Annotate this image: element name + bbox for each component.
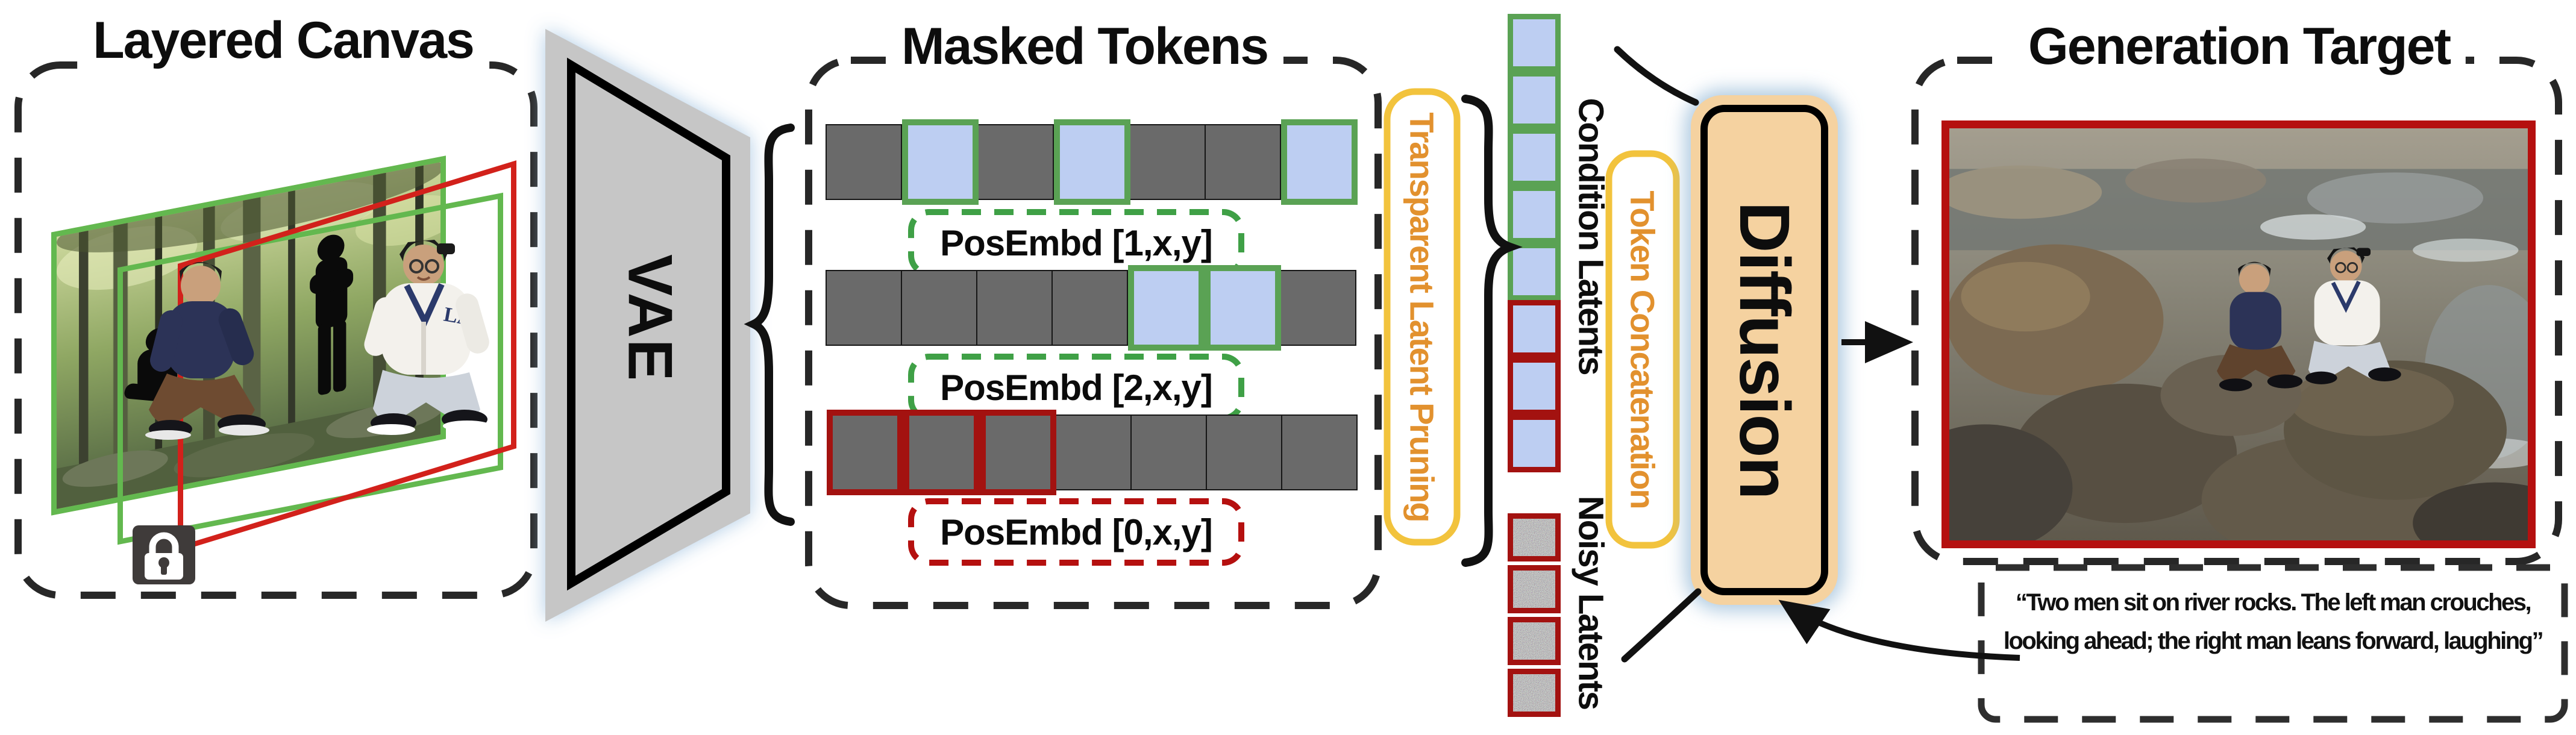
token-cell-gray	[977, 124, 1054, 200]
diffusion-model-box	[1691, 95, 1838, 605]
condition-latent-cell-green	[1508, 14, 1561, 72]
diffusion-label: Diffusion	[1725, 201, 1804, 499]
token-cell-gray	[1206, 414, 1282, 490]
token-cell-gray	[1281, 414, 1358, 490]
vae-encoder	[545, 29, 750, 622]
noisy-latent-cell	[1508, 513, 1561, 561]
token-cell-gray	[1280, 270, 1356, 346]
generation-target-image	[1941, 120, 2536, 548]
token-row-layer0	[827, 410, 1358, 495]
pruning-output-brace	[1461, 95, 1523, 567]
masked-tokens-title: Masked Tokens	[885, 17, 1284, 77]
layered-canvas-title: Layered Canvas	[77, 11, 489, 70]
token-cell-gray	[1055, 414, 1132, 490]
token-cell-gray	[1051, 270, 1128, 346]
token-cell-gray	[1130, 414, 1207, 490]
token-row-layer2	[826, 265, 1356, 351]
condition-latent-cell-green	[1508, 186, 1561, 243]
noisy-latents-label: Noisy Latents	[1571, 495, 1611, 710]
lock-icon	[133, 525, 195, 584]
condition-latents-label: Condition Latents	[1571, 98, 1611, 375]
posembd-label-2: PosEmbd [2,x,y]	[940, 367, 1213, 408]
token-cell-masked	[1205, 265, 1281, 351]
token-cell-gray	[826, 124, 902, 200]
prompt-to-diffusion-arrow	[1778, 599, 2020, 661]
condition-latent-cell-red	[1508, 300, 1561, 358]
transparent-latent-pruning-label: Transparent Latent Pruning	[1403, 112, 1441, 522]
token-cell-gray	[901, 270, 977, 346]
condition-latent-cell-green	[1508, 128, 1561, 186]
token-cell-locked	[827, 410, 903, 495]
vae-label: VAE	[615, 254, 685, 383]
condition-latent-cell-green	[1508, 243, 1561, 301]
token-concatenation-label: Token Concatenation	[1623, 190, 1662, 508]
left-man-figure	[145, 262, 269, 440]
token-cell-masked	[1281, 119, 1358, 205]
token-cell-masked	[1054, 119, 1130, 205]
posembd-label-1: PosEmbd [1,x,y]	[940, 222, 1213, 263]
token-cell-gray	[976, 270, 1053, 346]
condition-latent-cell-green	[1508, 71, 1561, 129]
token-row-layer1	[826, 119, 1358, 205]
token-cell-gray	[826, 270, 902, 346]
condition-latent-cell-red	[1508, 414, 1561, 472]
noisy-latent-cell	[1508, 617, 1561, 665]
token-cell-locked	[980, 410, 1056, 495]
token-cell-gray	[1205, 124, 1281, 200]
condition-to-diffusion-line	[1614, 46, 1699, 106]
noisy-latent-cell	[1508, 669, 1561, 717]
condition-latent-cell-red	[1508, 357, 1561, 415]
token-cell-masked	[902, 119, 979, 205]
generation-target-title: Generation Target	[2012, 17, 2466, 77]
posembd-label-0: PosEmbd [0,x,y]	[940, 511, 1213, 552]
river-rocks-photo	[1949, 128, 2528, 540]
prompt-text: “Two men sit on river rocks. The left ma…	[1990, 583, 2556, 660]
token-cell-masked	[1128, 265, 1205, 351]
token-cell-gray	[1129, 124, 1206, 200]
prompt-line-2: looking ahead; the right man leans forwa…	[2003, 628, 2544, 654]
right-man-figure: LA	[364, 240, 491, 435]
diffusion-inner-border	[1700, 105, 1828, 595]
noisy-latents-column	[1508, 513, 1561, 721]
noisy-latent-cell	[1508, 565, 1561, 613]
token-cell-locked	[903, 410, 980, 495]
condition-latents-column	[1508, 14, 1561, 472]
noisy-to-diffusion-line	[1621, 588, 1702, 663]
two-men-cutout: LA	[145, 240, 491, 440]
prompt-line-1: “Two men sit on river rocks. The left ma…	[2015, 589, 2532, 616]
